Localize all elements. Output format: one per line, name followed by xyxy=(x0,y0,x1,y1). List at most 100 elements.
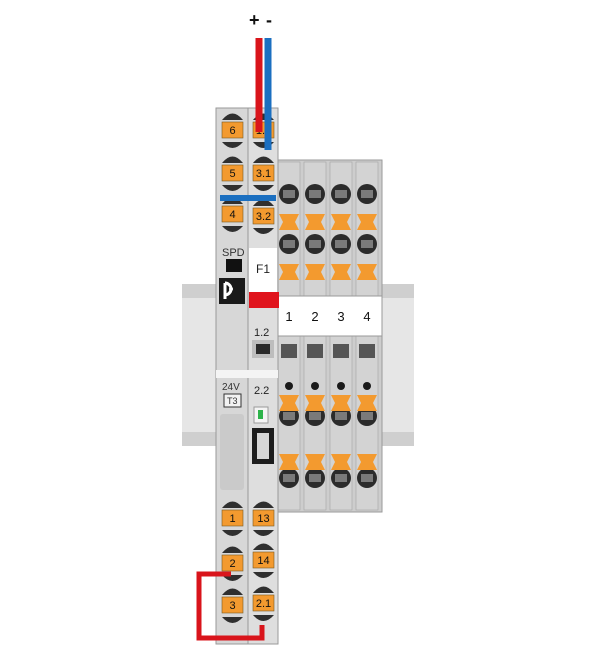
test-socket[interactable] xyxy=(307,344,323,358)
channel-label-strip xyxy=(273,295,383,337)
fuse-red-marker xyxy=(249,292,279,308)
terminal-screw xyxy=(222,226,243,232)
channel-label-1: 1 xyxy=(285,309,292,324)
test-socket[interactable] xyxy=(333,344,349,358)
orange-release-lever[interactable] xyxy=(305,264,325,280)
channel-label-2: 2 xyxy=(311,309,318,324)
spd-module: SPD 24V T3 F1 1.2 2.2 6541231.13.13.2131… xyxy=(215,107,279,645)
orange-release-lever[interactable] xyxy=(357,454,377,470)
orange-release-lever[interactable] xyxy=(331,214,351,230)
terminal-label-box xyxy=(252,164,275,182)
screw-terminal[interactable] xyxy=(279,234,299,254)
screw-terminal[interactable] xyxy=(305,234,325,254)
fuse-rating-box xyxy=(223,393,242,408)
screw-terminal[interactable] xyxy=(331,468,351,488)
orange-release-lever[interactable] xyxy=(305,395,325,411)
orange-release-lever[interactable] xyxy=(331,395,351,411)
terminal-13[interactable]: 13 xyxy=(252,501,275,537)
orange-release-lever[interactable] xyxy=(279,454,299,470)
terminal-4[interactable]: 4 xyxy=(221,197,244,233)
terminal-number: 14 xyxy=(257,555,269,567)
orange-release-lever[interactable] xyxy=(357,395,377,411)
terminal-3-1[interactable]: 3.1 xyxy=(252,156,275,192)
screw-terminal[interactable] xyxy=(331,184,351,204)
screw-terminal[interactable] xyxy=(357,184,377,204)
screw-terminal[interactable] xyxy=(331,234,351,254)
terminal-6[interactable]: 6 xyxy=(221,113,244,149)
terminal-clamp xyxy=(253,156,274,163)
terminal-screw xyxy=(253,530,274,536)
terminal-number: 3.1 xyxy=(256,168,271,180)
orange-release-lever[interactable] xyxy=(279,395,299,411)
terminal-screw xyxy=(222,530,243,536)
screw-terminal[interactable] xyxy=(357,234,377,254)
terminal-label-box xyxy=(221,596,244,614)
test-point xyxy=(363,382,371,390)
terminal-number: 6 xyxy=(229,125,235,137)
terminal-clamp xyxy=(253,199,274,206)
test-socket[interactable] xyxy=(359,344,375,358)
orange-release-lever[interactable] xyxy=(305,214,325,230)
test-socket[interactable] xyxy=(281,344,297,358)
terminal-number: 3.2 xyxy=(256,211,271,223)
orange-release-lever[interactable] xyxy=(357,264,377,280)
terminal-2-1[interactable]: 2.1 xyxy=(252,586,275,622)
terminal-screw xyxy=(222,142,243,148)
test-point xyxy=(337,382,345,390)
terminal-number: 4 xyxy=(229,209,235,221)
terminal-screw xyxy=(253,185,274,191)
fuse-rating-label: T3 xyxy=(227,396,238,406)
terminal-label-box xyxy=(221,205,244,223)
orange-release-lever[interactable] xyxy=(331,264,351,280)
terminal-number: 3 xyxy=(229,600,235,612)
terminal-3-2[interactable]: 3.2 xyxy=(252,199,275,235)
channel-label-4: 4 xyxy=(363,309,370,324)
terminal-clamp xyxy=(222,156,243,163)
terminal-14[interactable]: 14 xyxy=(252,543,275,579)
polarity-minus: - xyxy=(266,10,272,30)
terminal-label-box xyxy=(252,509,275,527)
indicator-label-1: 1.2 xyxy=(254,327,269,339)
wiring xyxy=(196,38,276,641)
terminal-3[interactable]: 3 xyxy=(221,588,244,624)
screw-terminal[interactable] xyxy=(305,468,325,488)
terminal-screw xyxy=(222,185,243,191)
terminal-clamp xyxy=(253,586,274,593)
terminal-screw xyxy=(253,228,274,234)
screw-terminal[interactable] xyxy=(357,468,377,488)
terminal-label-box xyxy=(221,164,244,182)
terminal-label-box xyxy=(221,121,244,139)
orange-release-lever[interactable] xyxy=(331,454,351,470)
terminal-label-box xyxy=(252,207,275,225)
terminal-number: 2.1 xyxy=(256,598,271,610)
screw-terminal[interactable] xyxy=(279,468,299,488)
polarity-plus: + xyxy=(249,10,260,30)
terminal-number: 13 xyxy=(257,513,269,525)
indicator-label-2: 2.2 xyxy=(254,385,269,397)
status-led-green xyxy=(258,410,263,419)
screw-terminal[interactable] xyxy=(279,184,299,204)
terminal-clamp xyxy=(222,546,243,553)
terminal-label-box xyxy=(221,554,244,572)
terminal-clamp xyxy=(253,543,274,550)
remote-contact-inner xyxy=(257,433,269,459)
orange-release-lever[interactable] xyxy=(279,214,299,230)
terminal-clamp xyxy=(222,501,243,508)
terminal-5[interactable]: 5 xyxy=(221,156,244,192)
voltage-label: 24V xyxy=(222,382,240,393)
terminal-label-box xyxy=(252,594,275,612)
orange-release-lever[interactable] xyxy=(305,454,325,470)
terminal-number: 5 xyxy=(229,168,235,180)
terminal-screw xyxy=(253,572,274,578)
module-divider xyxy=(216,370,278,378)
terminal-1[interactable]: 1 xyxy=(221,501,244,537)
screw-terminal[interactable] xyxy=(305,184,325,204)
orange-release-lever[interactable] xyxy=(357,214,377,230)
terminal-screw xyxy=(253,615,274,621)
terminal-2[interactable]: 2 xyxy=(221,546,244,582)
fuse-label: F1 xyxy=(256,262,270,276)
orange-release-lever[interactable] xyxy=(279,264,299,280)
